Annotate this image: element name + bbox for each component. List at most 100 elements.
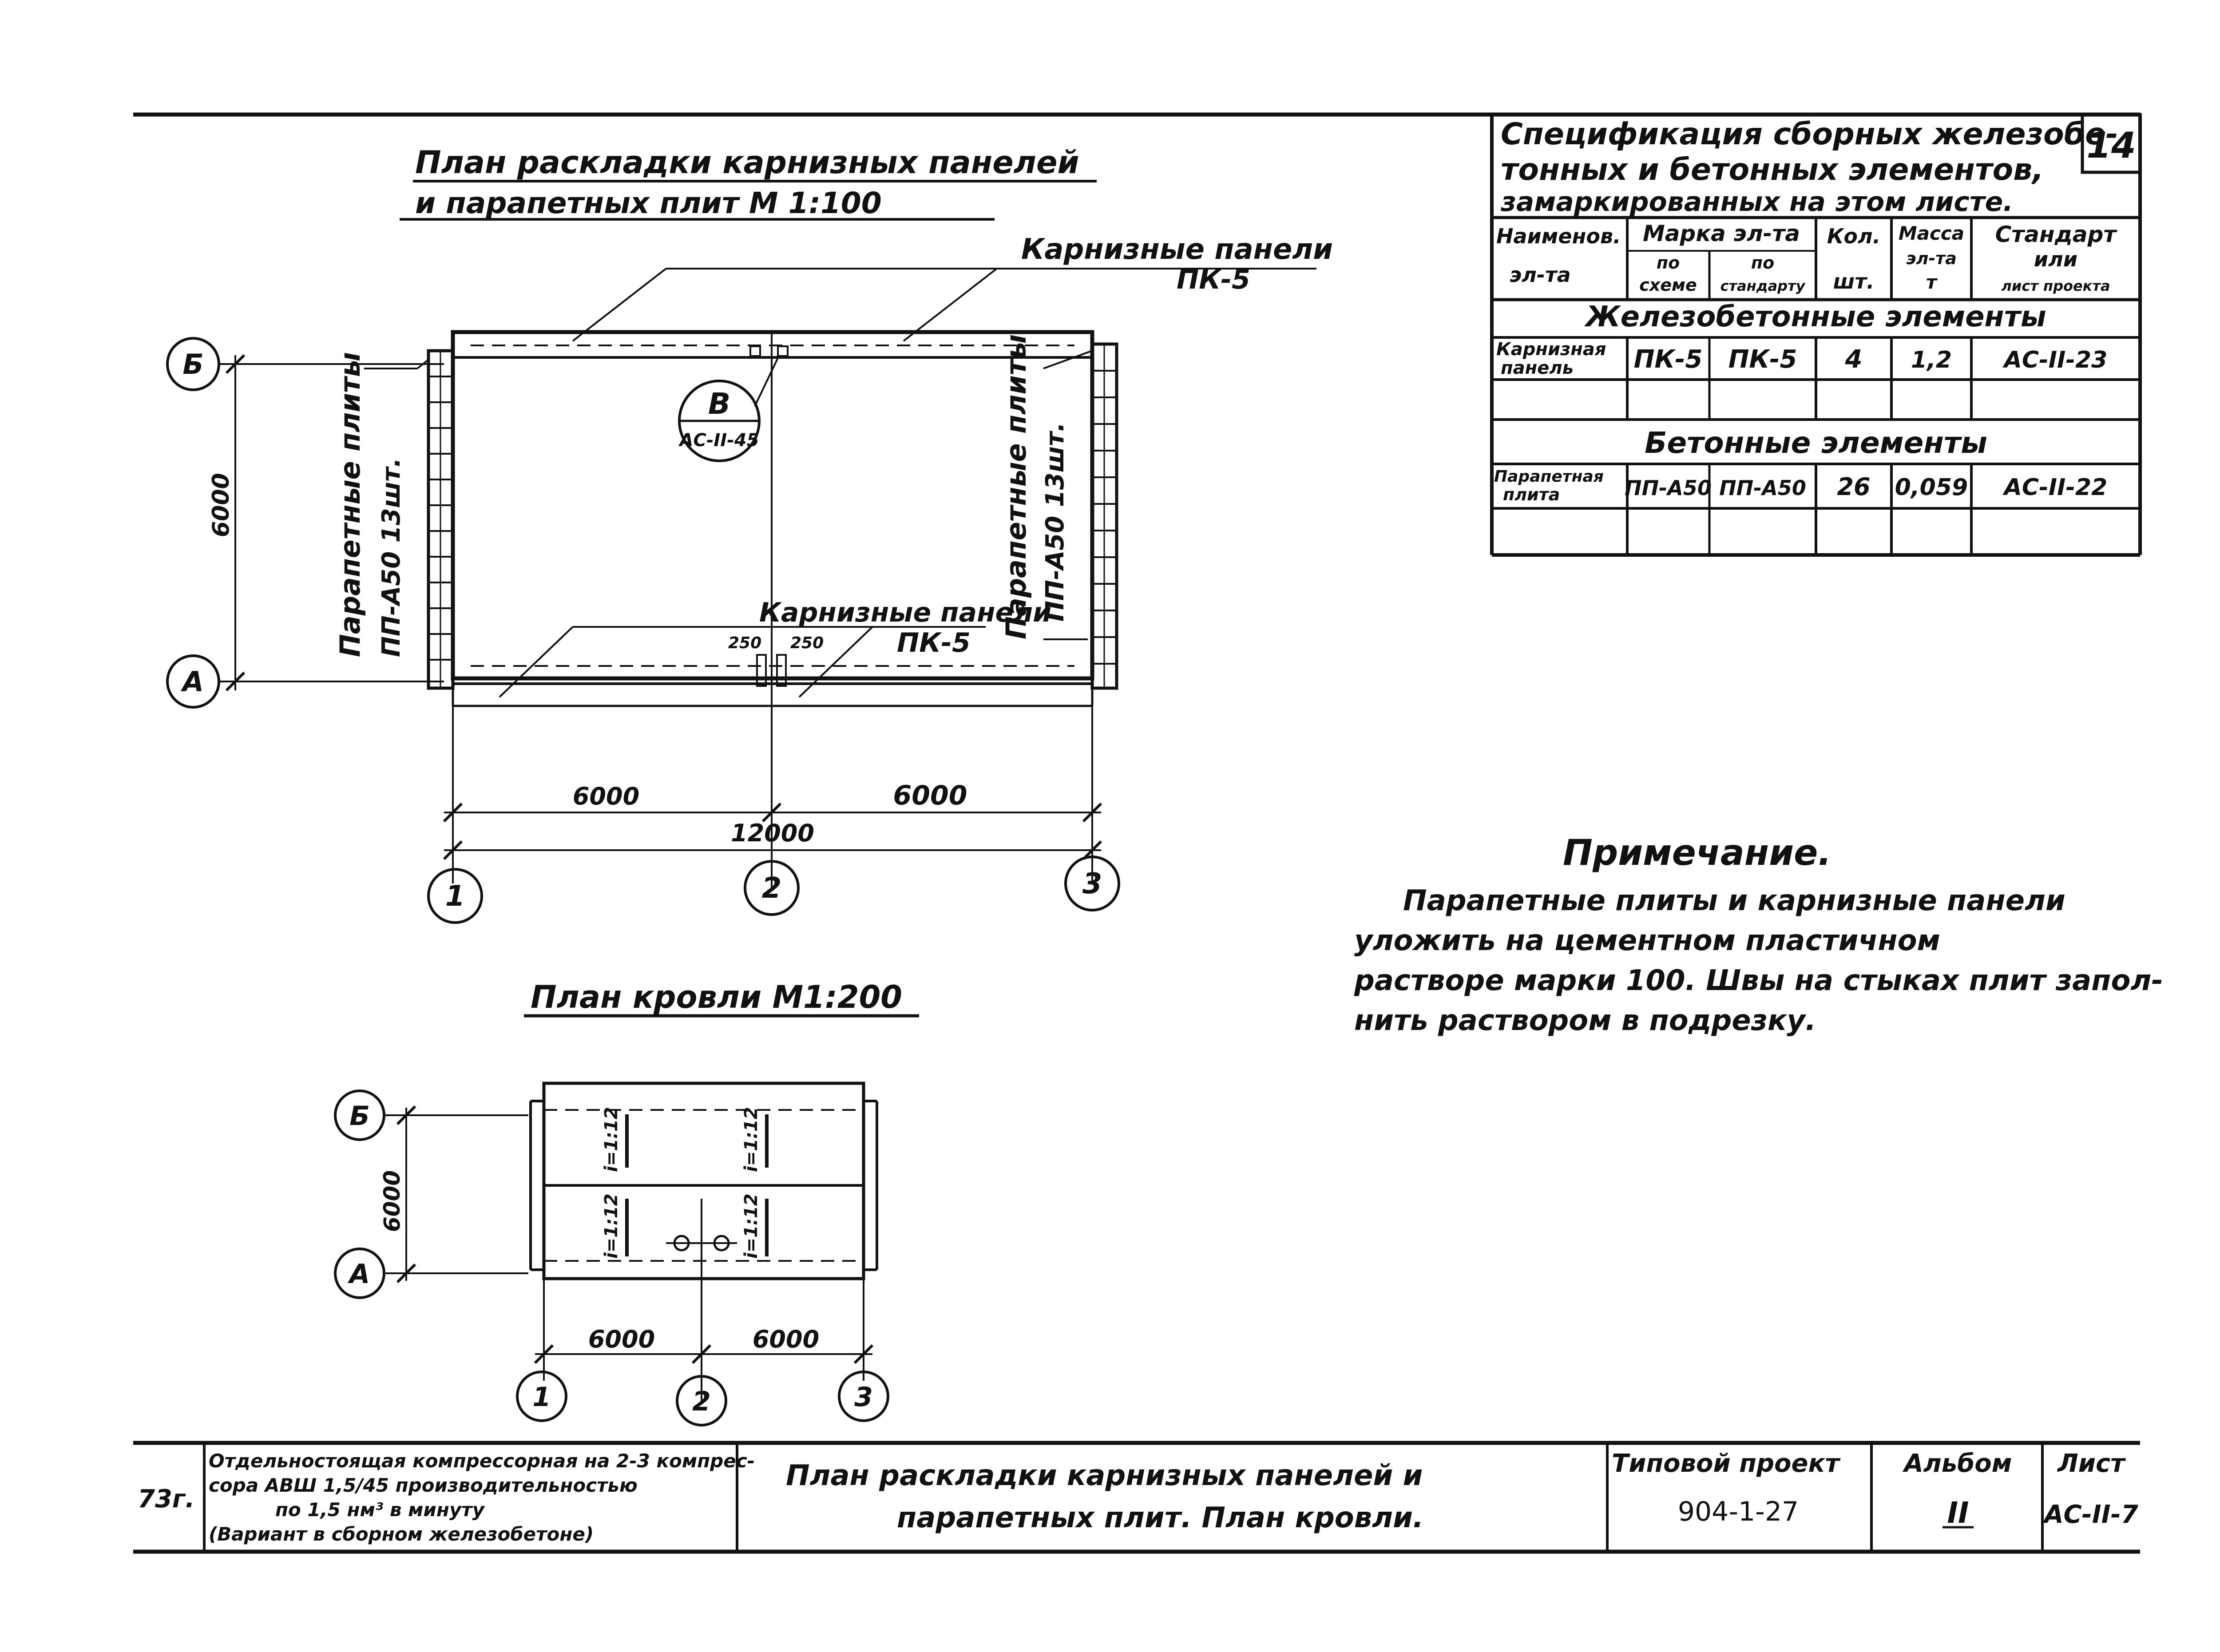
note-title: Примечание.: [1563, 832, 1832, 873]
spec-h-mass-2: эл-та: [1906, 249, 1957, 268]
stamp-sheet-label: Лист: [2057, 1449, 2126, 1478]
plan2-dim-left: 6000: [588, 1325, 655, 1353]
spec-h-mass-1: Масса: [1899, 222, 1964, 244]
slope-label: i=1:12: [601, 1193, 622, 1259]
spec-title-line1: Спецификация сборных железобе-: [1501, 117, 2118, 152]
plan2-title: План кровли М1:200: [531, 979, 902, 1015]
spec-row1-mass: 1,2: [1911, 347, 1952, 373]
note-line4: нить раствором в подрезку.: [1354, 1004, 1816, 1037]
spec-section-2: Бетонные элементы: [1645, 426, 1987, 460]
axis-3-label: 3: [1082, 868, 1102, 900]
spec-row2-std: АС-II-22: [2002, 474, 2108, 501]
spec-h-mark-std-2: стандарту: [1720, 277, 1806, 294]
plan1-right-parapet: [1090, 342, 1118, 690]
page-number: 14: [2086, 125, 2136, 166]
anchor-plate: [776, 654, 787, 687]
axis-bubble-1: [427, 868, 483, 924]
leader-bottom-right: [798, 626, 873, 698]
axis-2-label: 2: [762, 872, 782, 905]
dim-tick: [443, 802, 463, 823]
spec-row2-name-2: плита: [1503, 485, 1560, 504]
stamp-project-label: Типовой проект: [1612, 1449, 1841, 1478]
spec-row1-qty: 4: [1845, 345, 1863, 374]
plan1-dim-right: 6000: [893, 780, 967, 811]
stamp-desc-2: сора АВШ 1,5/45 производительностью: [209, 1474, 638, 1496]
callout-leader: [754, 355, 780, 407]
page-number-box: [2081, 113, 2142, 174]
plan1-right-label: Парапетные плиты: [1000, 334, 1032, 639]
plan2-axis-1-label: 1: [532, 1382, 551, 1413]
leader-top-left: [572, 268, 667, 342]
plan2-axis-bubble-3: [838, 1371, 889, 1422]
plan2-dim-vertical: 6000: [379, 1170, 405, 1232]
dim-tick: [691, 1344, 712, 1364]
dim-tick: [853, 1344, 874, 1364]
plan1-dim-250-a: 250: [728, 634, 761, 652]
plan1-label-top-mark: ПК-5: [1177, 264, 1250, 295]
axis-1-label: 1: [445, 880, 465, 913]
plan2-axis-a-label: А: [348, 1259, 370, 1290]
anchor-plate: [777, 345, 789, 357]
leader-right-top: [1043, 350, 1093, 369]
spec-section-1: Железобетонные элементы: [1584, 301, 2046, 333]
slope-label: i=1:12: [741, 1107, 761, 1172]
note: Примечание. Парапетные плиты и карнизные…: [1354, 832, 2163, 1037]
spec-row2-mass: 0,059: [1895, 474, 1968, 501]
dim-tick: [1082, 802, 1102, 823]
spec-row1-mark-std: ПК-5: [1728, 345, 1797, 374]
spec-h-std-1: Стандарт: [1995, 222, 2118, 247]
stamp-project-value: 904-1-27: [1678, 1496, 1799, 1527]
plan1-label-bottom: Карнизные панели: [759, 597, 1051, 628]
spec-h-mark-std-1: по: [1751, 253, 1774, 273]
spec-h-mass-3: т: [1926, 271, 1938, 293]
anchor-plate: [749, 345, 761, 357]
callout-letter: В: [708, 387, 730, 421]
axis-bubble-2: [744, 860, 800, 916]
plan2-axis-2-label: 2: [692, 1386, 711, 1417]
stamp: 73г. Отдельностоящая компрессорная на 2-…: [133, 1441, 2140, 1554]
spec-row2-qty: 26: [1837, 473, 1870, 501]
dim-tick: [396, 1263, 416, 1284]
plan1-label-bottom-mark: ПК-5: [897, 627, 971, 658]
spec-h-std-3: лист проекта: [2001, 277, 2110, 294]
note-line3: растворе марки 100. Швы на стыках плит з…: [1354, 964, 2163, 997]
plan1-dim-total: 12000: [731, 819, 814, 847]
plan1-dim-vertical: 6000: [208, 473, 234, 537]
spec-row1-name-1: Карнизная: [1496, 339, 1606, 360]
spec-row2-mark-scheme: ПП-А50: [1625, 476, 1712, 500]
stamp-desc-1: Отдельностоящая компрессорная на 2-3 ком…: [209, 1450, 755, 1472]
dim-tick: [396, 1105, 416, 1125]
spec-row1-name-2: панель: [1501, 358, 1574, 378]
dim-tick: [443, 840, 463, 860]
stamp-title-2: парапетных плит. План кровли.: [897, 1501, 1423, 1534]
plan1-title-line2: и парапетных плит М 1:100: [415, 186, 882, 220]
plan1-label-top: Карнизные панели: [1021, 233, 1333, 266]
axis-bubble-3: [1064, 856, 1120, 911]
stamp-sheet-value: АС-II-7: [2042, 1500, 2138, 1529]
spec-h-qty-2: шт.: [1833, 269, 1875, 293]
plan2-axis-bubble-2: [676, 1375, 727, 1426]
plan1-left-parapet: [427, 349, 455, 690]
plan1-dim-250-b: 250: [790, 634, 824, 652]
spec-h-name-1: Наименов.: [1496, 224, 1621, 248]
spec-row1-std: АС-II-23: [2002, 347, 2108, 373]
spec-h-name-2: эл-та: [1510, 263, 1571, 287]
spec-h-std-2: или: [2034, 247, 2077, 271]
dim-tick: [225, 354, 246, 374]
stamp-year: 73г.: [138, 1485, 194, 1513]
axis-b-label: Б: [182, 348, 203, 380]
note-line2: уложить на цементном пластичном: [1354, 924, 1940, 957]
dim-tick: [225, 671, 246, 692]
spec-h-qty-1: Кол.: [1827, 224, 1880, 248]
plan2-axis-bubble-1: [516, 1371, 567, 1422]
stamp-album-label: Альбом: [1902, 1449, 2012, 1478]
plan1-left-label: Парапетные плиты: [334, 352, 366, 657]
plan2-outline: [542, 1082, 865, 1280]
note-line1: Парапетные плиты и карнизные панели: [1403, 884, 2065, 917]
spec-h-mark-scheme-1: по: [1657, 253, 1680, 273]
leader-bottom-left: [499, 626, 574, 698]
dim-tick: [761, 802, 782, 823]
spec-title-line2: тонных и бетонных элементов,: [1501, 152, 2044, 187]
plan1-left-mark: ПП-А50 13шт.: [377, 458, 406, 657]
slope-label: i=1:12: [741, 1193, 761, 1259]
